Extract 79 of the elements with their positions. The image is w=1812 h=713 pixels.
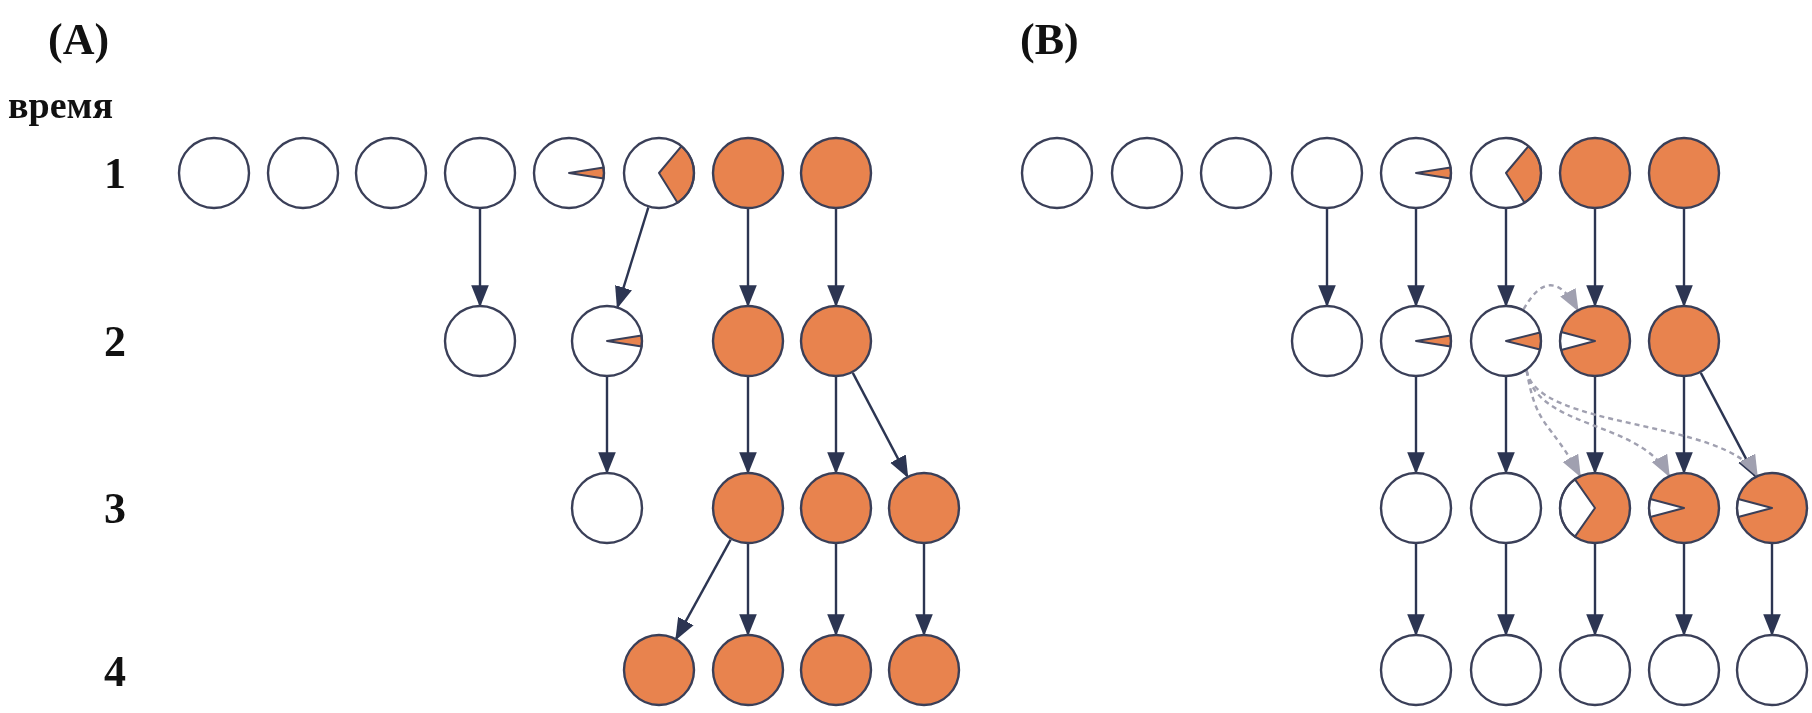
dashed-arrow <box>1525 370 1759 478</box>
empty-circle <box>1735 633 1809 707</box>
axis-label: время <box>8 86 113 124</box>
filled-circle <box>1647 136 1721 210</box>
pie-circle <box>622 136 696 210</box>
arrow <box>1586 209 1604 308</box>
arrow <box>851 372 909 479</box>
empty-circle <box>1379 471 1453 545</box>
empty-circle <box>177 136 251 210</box>
row-number: 3 <box>104 487 126 531</box>
empty-circle <box>1290 136 1364 210</box>
filled-circle <box>887 633 961 707</box>
empty-circle <box>1469 633 1543 707</box>
arrow <box>739 209 757 308</box>
pie-circle <box>1379 136 1453 210</box>
empty-circle <box>1469 471 1543 545</box>
empty-circle <box>443 304 517 378</box>
empty-circle <box>1110 136 1184 210</box>
empty-circle <box>266 136 340 210</box>
pie-circle <box>532 136 606 210</box>
pie-circle <box>1558 304 1632 378</box>
empty-circle <box>1379 633 1453 707</box>
filled-circle <box>887 471 961 545</box>
empty-circle <box>1647 633 1721 707</box>
arrow <box>1497 209 1515 308</box>
arrow <box>1407 544 1425 637</box>
row-number: 1 <box>104 152 126 196</box>
empty-circle <box>1558 633 1632 707</box>
arrow <box>471 209 489 308</box>
arrow <box>1586 544 1604 637</box>
pie-circle <box>1558 471 1632 545</box>
row-number: 2 <box>104 320 126 364</box>
arrow <box>1407 209 1425 308</box>
filled-circle <box>799 633 873 707</box>
empty-circle <box>354 136 428 210</box>
filled-circle <box>799 136 873 210</box>
arrow <box>1675 544 1693 637</box>
arrow <box>598 377 616 475</box>
panel-label: (B) <box>1020 18 1079 62</box>
filled-circle <box>711 304 785 378</box>
arrow <box>1675 377 1693 475</box>
arrow <box>675 538 732 641</box>
arrow <box>915 544 933 637</box>
pie-circle <box>1647 471 1721 545</box>
pie-circle <box>1469 304 1543 378</box>
pie-circle <box>1469 136 1543 210</box>
arrow <box>827 377 845 475</box>
arrow <box>1699 372 1757 479</box>
filled-circle <box>799 471 873 545</box>
pie-circle <box>1379 304 1453 378</box>
panel-label: (A) <box>48 18 110 62</box>
dashed-arrow <box>1522 284 1579 312</box>
arrow <box>739 377 757 475</box>
filled-circle <box>799 304 873 378</box>
filled-circle <box>622 633 696 707</box>
filled-circle <box>711 136 785 210</box>
pie-circle <box>570 304 644 378</box>
filled-circle <box>711 471 785 545</box>
arrow <box>1763 544 1781 637</box>
arrow <box>1497 544 1515 637</box>
empty-circle <box>1199 136 1273 210</box>
arrow <box>1675 209 1693 308</box>
arrow <box>827 209 845 308</box>
filled-circle <box>1558 136 1632 210</box>
arrow <box>1318 209 1336 308</box>
empty-circle <box>1290 304 1364 378</box>
pie-circle <box>1735 471 1809 545</box>
arrow <box>827 544 845 637</box>
arrow <box>1497 377 1515 475</box>
arrow <box>1586 377 1604 475</box>
arrow <box>739 544 757 637</box>
arrow <box>1407 377 1425 475</box>
empty-circle <box>1020 136 1094 210</box>
empty-circle <box>570 471 644 545</box>
filled-circle <box>711 633 785 707</box>
filled-circle <box>1647 304 1721 378</box>
empty-circle <box>443 136 517 210</box>
row-number: 4 <box>104 650 126 694</box>
arrow <box>615 207 650 309</box>
